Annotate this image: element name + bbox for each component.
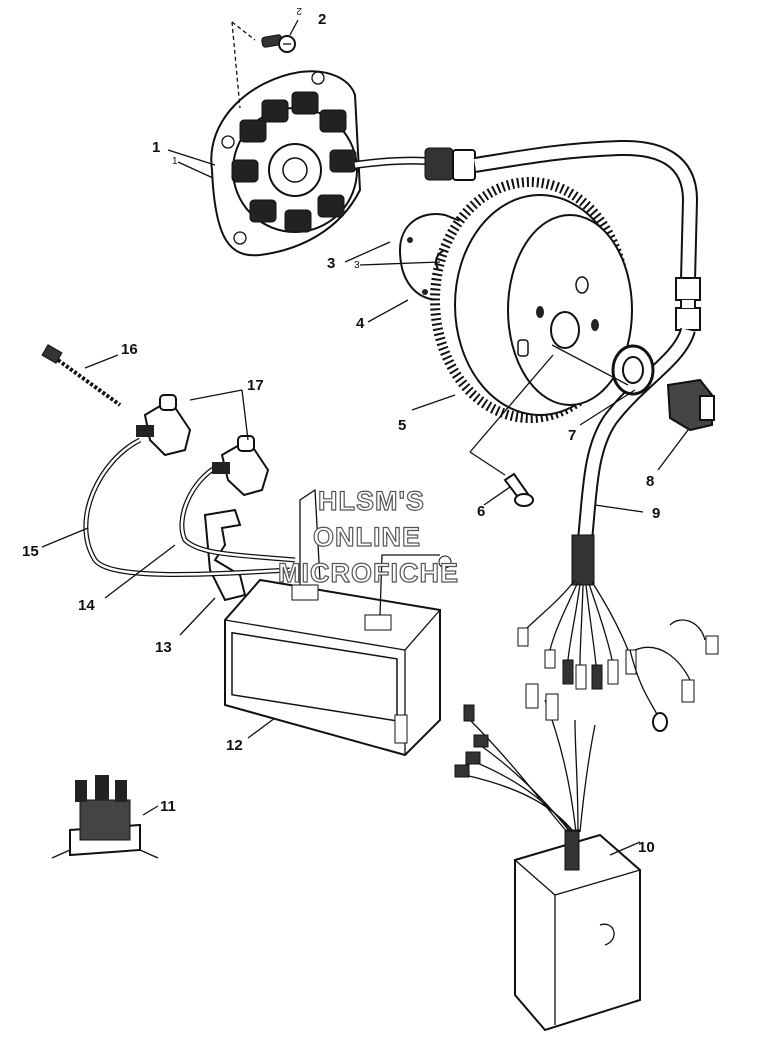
callout-11: 11 — [160, 798, 176, 815]
callout-13: 13 — [155, 639, 172, 656]
watermark-line-1: HLSM'S — [318, 486, 425, 516]
solenoid — [51, 775, 159, 859]
spark-plug-leads — [83, 437, 296, 577]
watermark: HLSM'S ONLINE MICROFICHE — [277, 485, 459, 588]
callout-3-small: 3 — [354, 260, 360, 271]
watermark-line-2: ONLINE — [313, 522, 421, 552]
callout-10: 10 — [638, 839, 655, 856]
callout-15: 15 — [22, 543, 39, 560]
screw — [261, 34, 296, 53]
watermark-line-3: MICROFICHE — [278, 558, 459, 588]
spark-plug-caps — [136, 394, 270, 497]
washer — [611, 344, 655, 396]
cdi-box — [454, 683, 641, 1032]
ignition-coil — [224, 488, 452, 757]
callout-3: 3 — [327, 255, 335, 272]
callout-labels: 1 1 2 2 3 3 4 5 6 7 8 9 10 11 12 13 14 1… — [22, 5, 660, 856]
callout-12: 12 — [226, 737, 243, 754]
callout-5: 5 — [398, 417, 406, 434]
callout-14: 14 — [78, 597, 95, 614]
callout-2-small: 2 — [296, 5, 302, 16]
mounting-bracket — [203, 508, 247, 602]
callout-8: 8 — [646, 473, 654, 490]
callout-4: 4 — [356, 315, 365, 332]
long-screw — [41, 344, 122, 407]
callout-1: 1 — [152, 139, 160, 156]
callout-17: 17 — [247, 377, 264, 394]
bolt — [503, 472, 534, 507]
wiring-harness — [517, 534, 719, 732]
callout-7: 7 — [568, 427, 576, 444]
callout-6: 6 — [477, 503, 485, 520]
callout-2: 2 — [318, 11, 326, 28]
stator-lead — [354, 139, 701, 541]
stator-assembly — [210, 70, 362, 257]
callout-1-small: 1 — [172, 156, 178, 167]
connector — [666, 378, 715, 432]
callout-9: 9 — [652, 505, 660, 522]
flywheel — [430, 177, 633, 423]
callout-16: 16 — [121, 341, 138, 358]
leader-lines — [41, 19, 689, 856]
